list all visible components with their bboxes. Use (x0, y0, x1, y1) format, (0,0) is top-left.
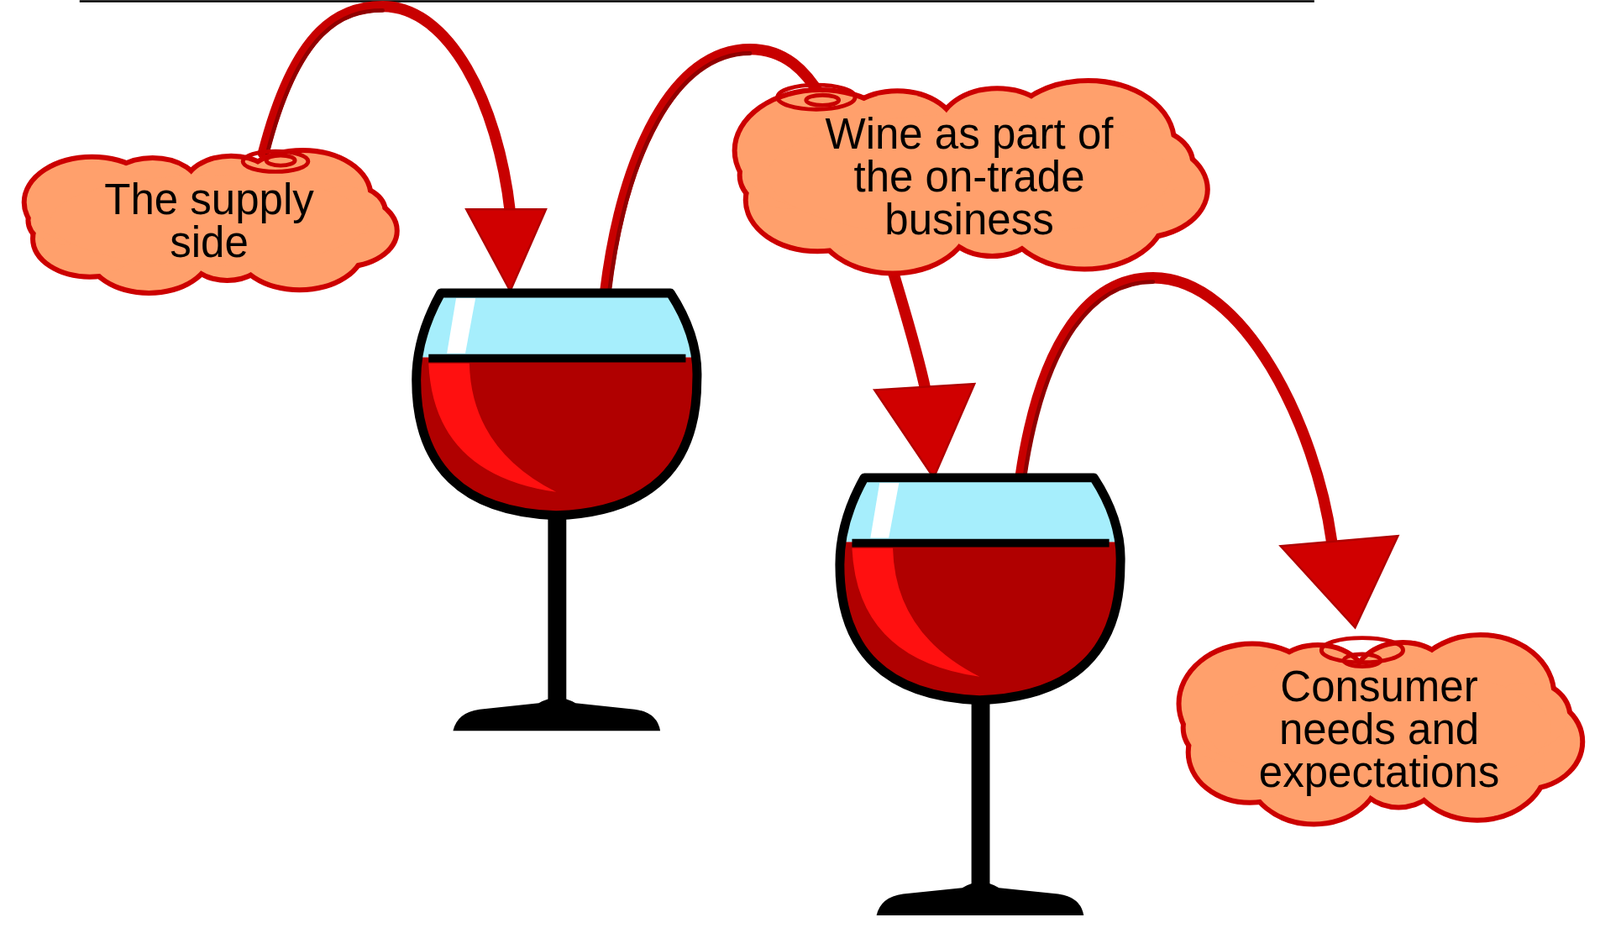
arrow-coil (1321, 638, 1403, 663)
arrow-stroke (889, 260, 926, 390)
cloud-node: Wine as part of the on-trade business (713, 76, 1225, 276)
flow-arrows (262, 6, 1332, 542)
arrow-coil (806, 94, 840, 105)
cloud-node: Consumer needs and expectations (1161, 630, 1597, 827)
wine-glass (408, 285, 714, 731)
arrow-coil (1343, 654, 1381, 667)
arrow-head (874, 383, 975, 478)
arrow-shade (608, 52, 751, 294)
cloud-node: The supply side (8, 147, 410, 294)
cloud-label: Consumer needs and expectations (1248, 664, 1510, 793)
arrow-shade (267, 10, 383, 153)
arrow-head (466, 209, 546, 291)
cloud-label: The supply side (91, 178, 327, 264)
arrow-shade (1024, 282, 1154, 478)
arrow-coil (242, 151, 309, 172)
arrow-head (1280, 535, 1399, 628)
cloud-label: Wine as part of the on-trade business (822, 111, 1117, 241)
top-rule (79, 0, 1315, 2)
wine-glass (831, 470, 1138, 916)
arrow-coil (777, 84, 856, 110)
arrow-coil (266, 155, 295, 166)
